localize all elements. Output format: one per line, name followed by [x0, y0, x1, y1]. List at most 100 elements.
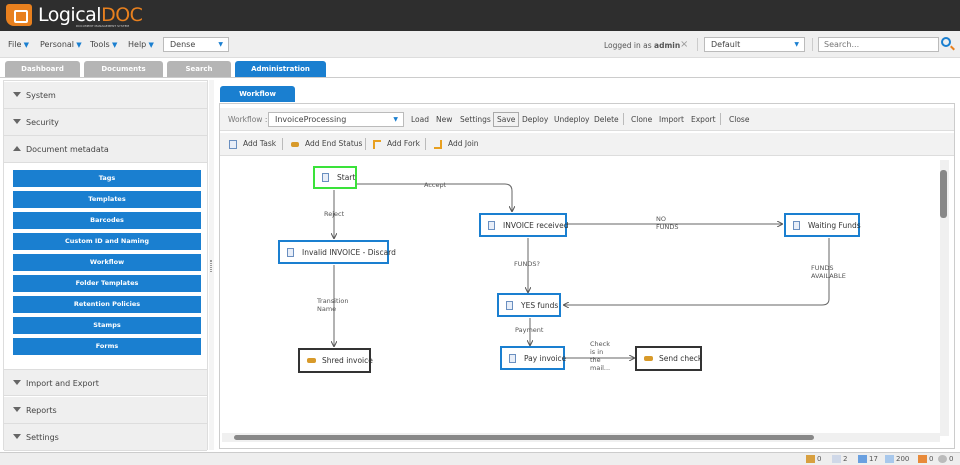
mail-icon [885, 455, 894, 463]
close-button[interactable]: Close [729, 115, 750, 124]
tab-documents[interactable]: Documents [84, 61, 163, 77]
status-messages[interactable]: 200 [885, 455, 909, 463]
node-invalid-invoice[interactable]: Invalid INVOICE - Discard [278, 240, 396, 264]
sidebar-item-forms[interactable]: Forms [13, 338, 201, 355]
density-select[interactable]: Dense [163, 37, 229, 52]
end-status-icon [291, 141, 299, 147]
node-shred-invoice[interactable]: Shred invoice [298, 348, 373, 373]
end-status-icon [644, 356, 653, 361]
undeploy-button[interactable]: Undeploy [554, 115, 590, 124]
new-button[interactable]: New [436, 115, 453, 124]
node-start[interactable]: Start [313, 166, 357, 189]
node-label: Shred invoice [322, 356, 373, 365]
locked-doc-icon [832, 455, 841, 463]
node-label: Start [337, 173, 356, 182]
status-events[interactable]: 0 [918, 455, 933, 463]
add-task-button[interactable]: Add Task [229, 139, 276, 149]
label-funds-q: FUNDS? [514, 260, 540, 268]
delete-button[interactable]: Delete [594, 115, 619, 124]
settings-button[interactable]: Settings [460, 115, 491, 124]
node-waiting-funds[interactable]: Waiting Funds [784, 213, 861, 237]
status-checkout[interactable]: 17 [858, 455, 878, 463]
menu-file[interactable]: File [8, 40, 29, 49]
task-icon [322, 173, 329, 182]
sidebar-item-custom-id[interactable]: Custom ID and Naming [13, 233, 201, 250]
horizontal-scroll-thumb[interactable] [234, 435, 814, 440]
divider [365, 138, 366, 150]
add-task-label: Add Task [243, 139, 277, 148]
menu-personal[interactable]: Personal [40, 40, 82, 49]
node-label: YES funds [521, 300, 559, 310]
load-button[interactable]: Load [411, 115, 429, 124]
workflow-label: Workflow : [228, 115, 268, 124]
sidebar-item-barcodes[interactable]: Barcodes [13, 212, 201, 229]
export-button[interactable]: Export [691, 115, 716, 124]
join-icon [434, 139, 442, 149]
admin-sidebar: System Security Document metadata Tags T… [3, 80, 208, 451]
workspace-select[interactable]: Default [704, 37, 805, 52]
node-invoice-received[interactable]: INVOICE received [479, 213, 568, 237]
gear-icon [938, 455, 947, 463]
add-fork-button[interactable]: Add Fork [373, 139, 420, 149]
node-pay-invoice[interactable]: Pay invoice [500, 346, 567, 370]
node-label: Send check [659, 354, 703, 363]
section-reports[interactable]: Reports [4, 397, 207, 424]
divider [425, 138, 426, 150]
status-tasks[interactable]: 0 [938, 455, 953, 463]
node-yes-funds[interactable]: YES funds [497, 293, 561, 317]
section-settings[interactable]: Settings [4, 424, 207, 451]
add-end-status-label: Add End Status [305, 139, 363, 148]
clipboard-icon [806, 455, 815, 463]
search-input[interactable] [818, 37, 939, 52]
node-toolbar: Add Task Add End Status Add Fork Add Joi… [220, 133, 954, 156]
menu-help[interactable]: Help [128, 40, 154, 49]
sidebar-item-templates[interactable]: Templates [13, 191, 201, 208]
status-clipboard[interactable]: 0 [806, 455, 821, 463]
logo-subtitle: DOCUMENT MANAGEMENT SYSTEM [76, 24, 130, 28]
login-user: admin [654, 41, 681, 50]
sidebar-item-retention-policies[interactable]: Retention Policies [13, 296, 201, 313]
vertical-scrollbar[interactable] [940, 160, 949, 436]
sidebar-item-stamps[interactable]: Stamps [13, 317, 201, 334]
status-count: 2 [843, 455, 848, 463]
menu-tools[interactable]: Tools [90, 40, 117, 49]
task-icon [488, 220, 495, 230]
node-label: Pay invoice [524, 353, 567, 363]
sidebar-item-folder-templates[interactable]: Folder Templates [13, 275, 201, 292]
task-icon [287, 247, 294, 257]
sidebar-item-workflow[interactable]: Workflow [13, 254, 201, 271]
tab-workflow[interactable]: Workflow [220, 86, 295, 102]
edge-funds-available[interactable] [564, 238, 830, 305]
divider [720, 113, 721, 125]
workflow-toolbar: Workflow : InvoiceProcessing Load New Se… [220, 108, 954, 131]
tab-search[interactable]: Search [167, 61, 231, 77]
vertical-scroll-thumb[interactable] [940, 170, 947, 218]
save-button[interactable]: Save [493, 112, 520, 127]
section-import-export[interactable]: Import and Export [4, 369, 207, 396]
section-security[interactable]: Security [4, 109, 207, 136]
task-icon [506, 300, 513, 310]
tab-dashboard[interactable]: Dashboard [5, 61, 80, 77]
logout-icon[interactable]: × [680, 39, 689, 50]
add-end-status-button[interactable]: Add End Status [291, 139, 362, 148]
workflow-canvas[interactable] [222, 158, 940, 437]
task-icon [229, 139, 237, 149]
deploy-button[interactable]: Deploy [522, 115, 549, 124]
label-no-funds: NO FUNDS [656, 215, 679, 231]
sidebar-item-tags[interactable]: Tags [13, 170, 201, 187]
status-locked[interactable]: 2 [832, 455, 847, 463]
divider [697, 38, 698, 51]
add-join-label: Add Join [448, 139, 479, 148]
workflow-select[interactable]: InvoiceProcessing [268, 112, 404, 127]
panel-splitter[interactable] [209, 80, 214, 450]
label-payment: Payment [515, 326, 544, 334]
clone-button[interactable]: Clone [631, 115, 653, 124]
add-join-button[interactable]: Add Join [434, 139, 479, 149]
import-button[interactable]: Import [659, 115, 684, 124]
edge-accept[interactable] [357, 183, 512, 211]
section-system[interactable]: System [4, 82, 207, 109]
search-icon[interactable] [941, 37, 951, 47]
node-send-check[interactable]: Send check [635, 346, 702, 371]
section-document-metadata[interactable]: Document metadata [4, 136, 207, 163]
tab-administration[interactable]: Administration [235, 61, 326, 77]
